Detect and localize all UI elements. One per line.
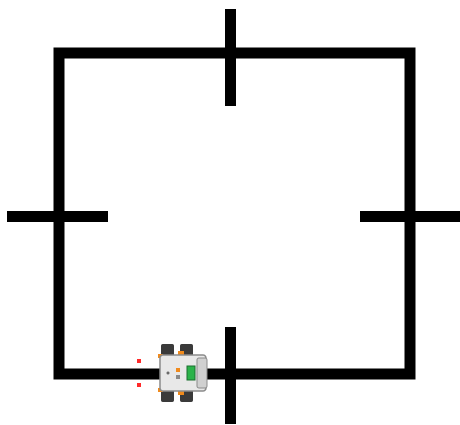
marker-top bbox=[225, 9, 236, 106]
marker-right bbox=[360, 211, 460, 222]
crossing-markers bbox=[7, 9, 460, 424]
robot-rear-block bbox=[197, 358, 207, 388]
robot-button-orange bbox=[176, 368, 180, 372]
sensor-dot-icon bbox=[137, 383, 141, 387]
robot-button-grey bbox=[176, 375, 180, 379]
robot-screen bbox=[187, 366, 195, 380]
sensor-dot-icon bbox=[137, 359, 141, 363]
robot-icon[interactable] bbox=[158, 344, 207, 402]
marker-left bbox=[7, 211, 108, 222]
robot-led bbox=[167, 372, 170, 375]
marker-bottom bbox=[225, 327, 236, 424]
